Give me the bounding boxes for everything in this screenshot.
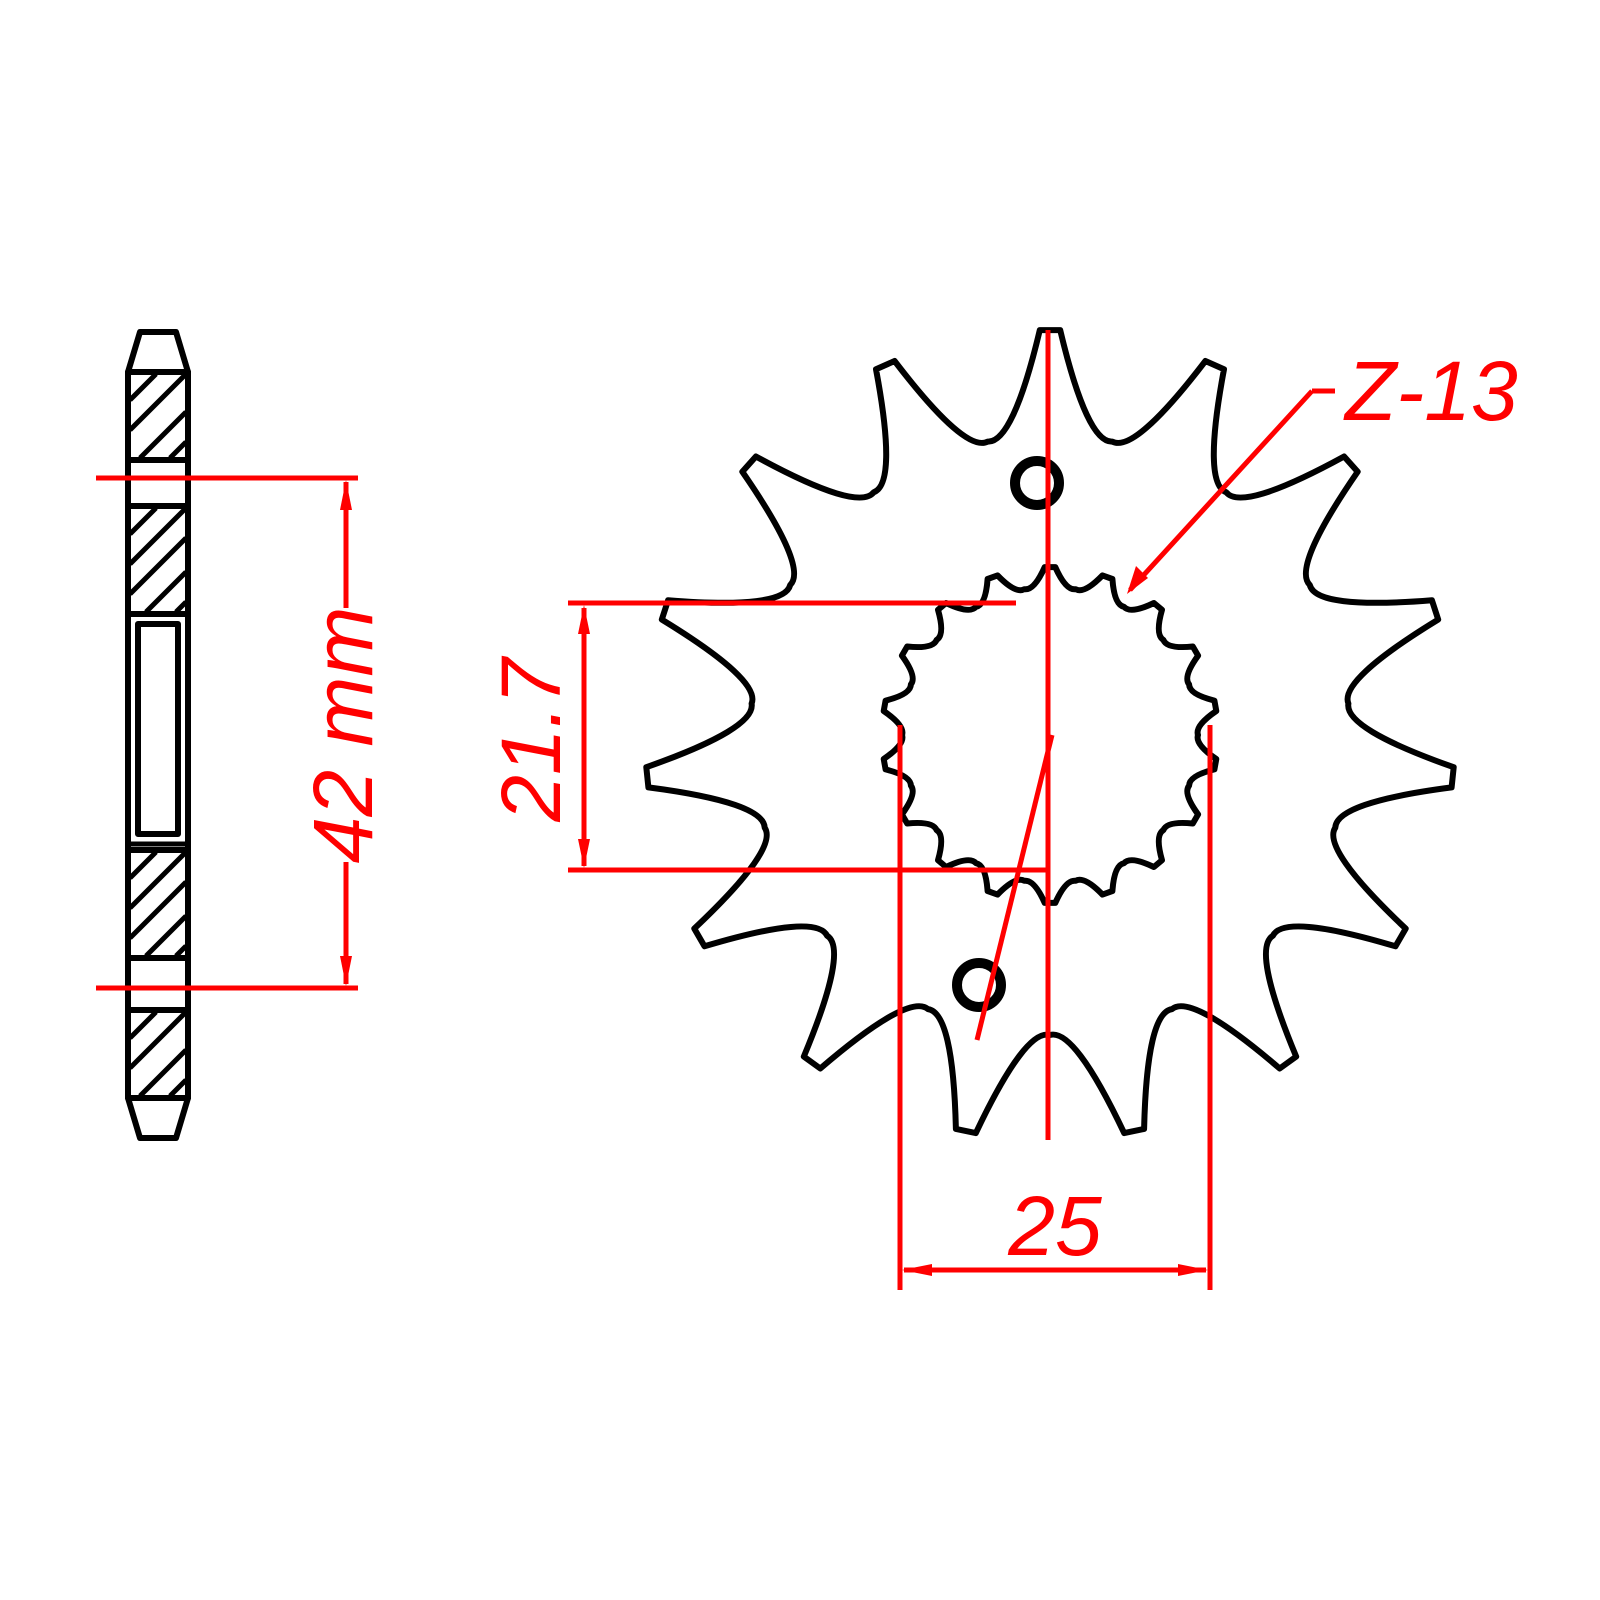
bolt-hole-line (974, 734, 1055, 1041)
bolt-hole-top (1010, 456, 1064, 510)
dimension-21-7: 21.7 (484, 600, 1050, 873)
hatch-block-4 (125, 1007, 191, 1101)
side-section-view (125, 329, 191, 1141)
bolt-hole-bottom (952, 958, 1006, 1012)
sprocket-spline-bore (880, 564, 1220, 906)
dimension-21-7-label: 21.7 (484, 655, 578, 823)
dimension-25: 25 (897, 725, 1213, 1290)
side-bottom-tip (125, 1095, 191, 1141)
hatch-block-3 (125, 847, 191, 961)
side-top-tip (125, 329, 191, 375)
hub-slot (128, 611, 188, 847)
tooth-count-leader: Z-13 (1127, 344, 1518, 594)
tooth-count-label: Z-13 (1343, 344, 1518, 438)
hatch-block-2 (125, 503, 191, 617)
dimension-42mm-label: 42 mm (296, 607, 390, 864)
dimension-25-label: 25 (1007, 1179, 1102, 1273)
hatch-block-1 (125, 369, 191, 463)
dimension-42mm: 42 mm (96, 475, 390, 991)
